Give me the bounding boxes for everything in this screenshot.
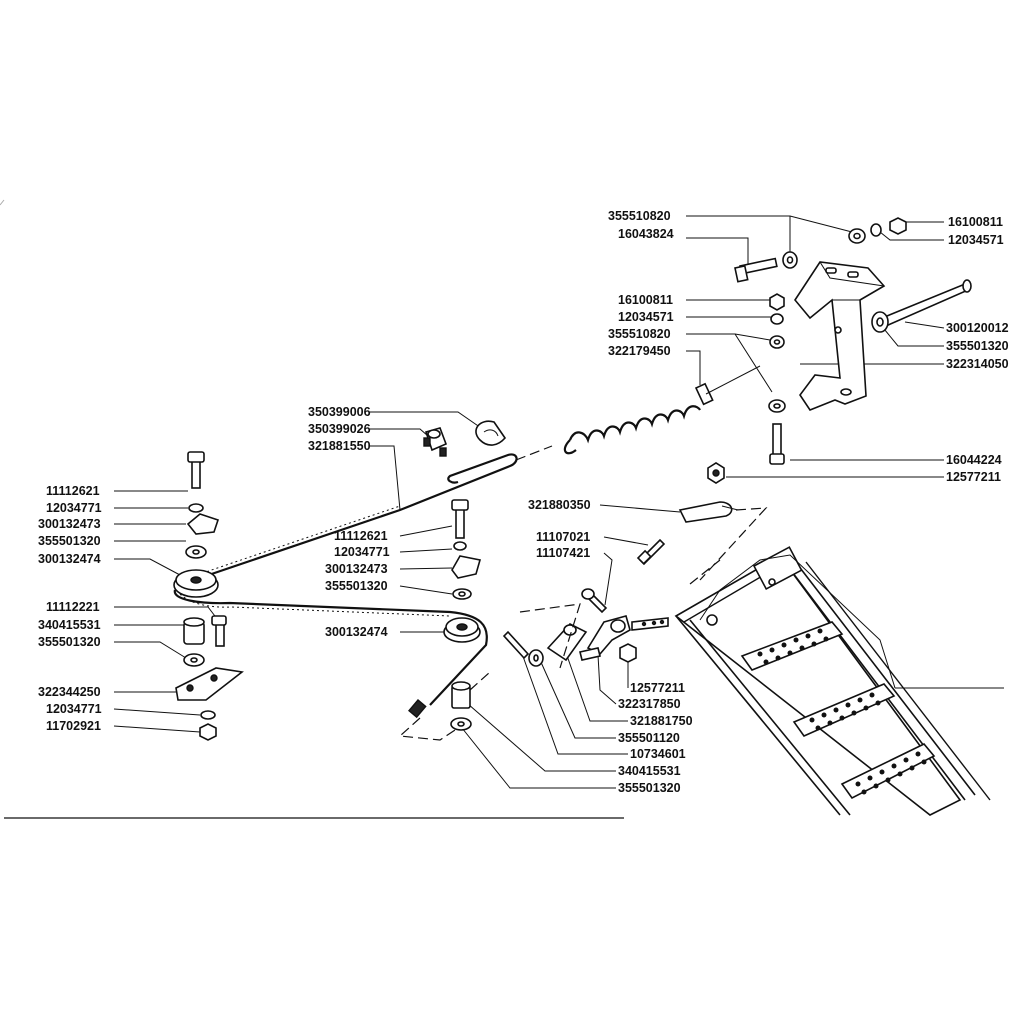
label-11702921: 11702921: [46, 719, 101, 733]
label-321881750: 321881750: [630, 714, 693, 728]
bolt-16044224: [772, 423, 782, 459]
label-12034771-left: 12034771: [46, 501, 102, 515]
linkage-assembly: [450, 501, 768, 731]
label-11107021: 11107021: [536, 530, 590, 544]
label-321881550: 321881550: [308, 439, 371, 453]
label-355501320-right: 355501320: [946, 339, 1009, 353]
label-322314050: 322314050: [946, 357, 1009, 371]
label-16100811-mid: 16100811: [618, 293, 673, 307]
clamp-350399026: [423, 427, 448, 457]
label-12034771-left2: 12034771: [46, 702, 102, 716]
label-12577211-center: 12577211: [630, 681, 685, 695]
bracket-300132473-left: [186, 513, 220, 535]
label-350399026: 350399026: [308, 422, 371, 436]
spring-322179450: [563, 365, 761, 455]
label-300132473-center: 300132473: [325, 562, 388, 576]
thimble-350399006: [475, 420, 507, 446]
label-300132474-left: 300132474: [38, 552, 101, 566]
bracket-assembly: [707, 217, 972, 484]
plate-322344250: [175, 667, 244, 701]
label-321880350: 321880350: [528, 498, 591, 512]
label-12034771-center: 12034771: [334, 545, 390, 559]
label-11112221: 11112221: [46, 600, 100, 614]
pulley-assembly-center: [443, 499, 482, 643]
base-plate-assembly: [175, 615, 244, 741]
block-321881750: [546, 623, 588, 662]
fork-321880350: [678, 501, 733, 523]
nut-11702921: [199, 723, 217, 741]
cable-321881550: [187, 445, 553, 584]
label-350399006: 350399006: [308, 405, 371, 419]
label-355501320-left: 355501320: [38, 534, 101, 548]
label-355501120: 355501120: [618, 731, 680, 745]
cable-loop: [173, 589, 488, 741]
split-pin-10734601: [502, 630, 530, 660]
label-300132474-center: 300132474: [325, 625, 388, 639]
label-16044224: 16044224: [946, 453, 1002, 467]
label-322317850: 322317850: [618, 697, 681, 711]
label-355501320-bottom: 355501320: [618, 781, 681, 795]
label-12034571-top: 12034571: [948, 233, 1004, 247]
label-11112621-left: 11112621: [46, 484, 100, 498]
label-355510820-mid: 355510820: [608, 327, 671, 341]
label-16043824: 16043824: [618, 227, 674, 241]
label-355501320-center: 355501320: [325, 579, 388, 593]
pulley-assembly-left: [173, 451, 220, 598]
nut-12577211-center: [619, 643, 637, 663]
label-12577211-right: 12577211: [946, 470, 1001, 484]
leader-lines: [4, 215, 1004, 819]
label-300132473-left: 300132473: [38, 517, 101, 531]
label-340415531-center: 340415531: [618, 764, 681, 778]
label-10734601: 10734601: [630, 747, 686, 761]
label-340415531-left: 340415531: [38, 618, 101, 632]
label-322179450: 322179450: [608, 344, 671, 358]
label-300120012: 300120012: [946, 321, 1009, 335]
bracket-plate-322314050: [794, 261, 886, 411]
bracket-300132473-center: [451, 555, 482, 579]
label-322344250: 322344250: [38, 685, 101, 699]
label-11112621-center: 11112621: [334, 529, 388, 543]
label-355501320-left2: 355501320: [38, 635, 101, 649]
part-labels: 355510820 16043824 16100811 12034571 161…: [38, 209, 1009, 795]
label-12034571-mid: 12034571: [618, 310, 674, 324]
nut-16100811-mid: [769, 293, 785, 311]
nut-16100811-top: [889, 217, 907, 235]
label-11107421: 11107421: [536, 546, 590, 560]
ladder-steps: [674, 546, 991, 816]
long-bolt-300120012: [880, 282, 970, 328]
label-16100811-top: 16100811: [948, 215, 1003, 229]
label-355510820-top: 355510820: [608, 209, 671, 223]
bolt-11112621-center: [455, 507, 465, 539]
